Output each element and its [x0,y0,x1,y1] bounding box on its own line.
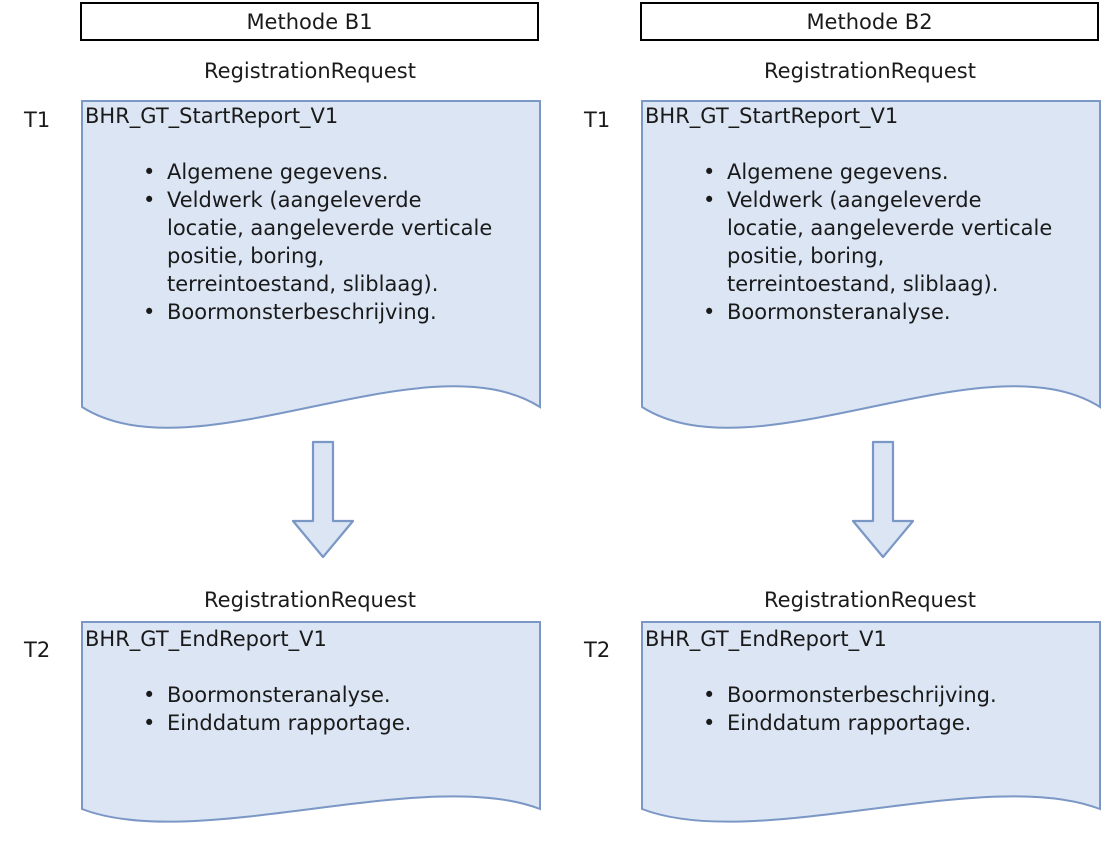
bullet-line: positie, boring, [167,244,325,268]
bullet-item: • Veldwerk (aangeleverde locatie, aangel… [703,186,1095,298]
bullet-marker: • [143,160,156,184]
bullet-item: • Boormonsterbeschrijving. [143,298,535,326]
bullet-line: Algemene gegevens. [727,160,949,184]
bullet-line: Einddatum rapportage. [167,711,412,735]
document-title: BHR_GT_StartReport_V1 [645,104,899,128]
bullet-item: • Algemene gegevens. [703,158,1095,186]
bullet-item: • Boormonsteranalyse. [143,681,535,709]
bullet-line: Boormonsterbeschrijving. [727,683,997,707]
document-shape-start-report: BHR_GT_StartReport_V1 • Algemene gegeven… [641,100,1101,456]
bullet-line: Veldwerk (aangeleverde [167,188,422,212]
registration-request-label: RegistrationRequest [764,59,976,83]
bullet-item: • Veldwerk (aangeleverde locatie, aangel… [143,186,535,298]
bullet-list: • Algemene gegevens. • Veldwerk (aangele… [143,158,535,326]
registration-request-label: RegistrationRequest [204,588,416,612]
bullet-item: • Boormonsteranalyse. [703,298,1095,326]
bullet-line: locatie, aangeleverde verticale [727,216,1053,240]
document-shape-end-report: BHR_GT_EndReport_V1 • Boormonsteranalyse… [81,621,541,841]
bullet-line: Boormonsteranalyse. [727,300,951,324]
bullet-marker: • [143,711,156,735]
time-label-t2: T2 [584,638,611,662]
registration-request-label: RegistrationRequest [204,59,416,83]
bullet-line: Boormonsterbeschrijving. [167,300,437,324]
document-title: BHR_GT_StartReport_V1 [85,104,339,128]
document-title: BHR_GT_EndReport_V1 [645,627,887,651]
bullet-list: • Boormonsterbeschrijving. • Einddatum r… [703,681,1095,737]
bullet-marker: • [703,188,716,212]
bullet-list: • Algemene gegevens. • Veldwerk (aangele… [703,158,1095,326]
document-wave-shape [641,100,1101,429]
column-methode-b2: Methode B2 RegistrationRequest T1 BHR_GT… [560,0,1102,842]
bullet-marker: • [143,188,156,212]
bullet-marker: • [703,300,716,324]
down-arrow-icon [291,440,355,559]
bullet-line: locatie, aangeleverde verticale [167,216,493,240]
document-shape-end-report: BHR_GT_EndReport_V1 • Boormonsterbeschri… [641,621,1101,841]
column-methode-b1: Methode B1 RegistrationRequest T1 BHR_GT… [0,0,542,842]
bullet-marker: • [703,160,716,184]
method-header-label: Methode B1 [246,9,373,34]
bullet-line: positie, boring, [727,244,885,268]
bullet-line: Boormonsteranalyse. [167,683,391,707]
document-shape-start-report: BHR_GT_StartReport_V1 • Algemene gegeven… [81,100,541,456]
bullet-item: • Algemene gegevens. [143,158,535,186]
bullet-marker: • [143,683,156,707]
bullet-list: • Boormonsteranalyse. • Einddatum rappor… [143,681,535,737]
bullet-line: Einddatum rapportage. [727,711,972,735]
bullet-line: Algemene gegevens. [167,160,389,184]
bullet-marker: • [143,300,156,324]
document-wave-shape [81,621,541,823]
time-label-t1: T1 [24,108,51,132]
document-wave-shape [641,621,1101,823]
document-wave-shape [81,100,541,429]
time-label-t1: T1 [584,108,611,132]
bullet-marker: • [703,683,716,707]
document-title: BHR_GT_EndReport_V1 [85,627,327,651]
bullet-item: • Einddatum rapportage. [703,709,1095,737]
down-arrow-icon [851,440,915,559]
bullet-item: • Einddatum rapportage. [143,709,535,737]
time-label-t2: T2 [24,638,51,662]
bullet-marker: • [703,711,716,735]
bullet-line: terreintoestand, sliblaag). [167,272,439,296]
bullet-item: • Boormonsterbeschrijving. [703,681,1095,709]
bullet-line: terreintoestand, sliblaag). [727,272,999,296]
method-header-box: Methode B1 [80,2,539,41]
bullet-line: Veldwerk (aangeleverde [727,188,982,212]
method-header-label: Methode B2 [806,9,933,34]
registration-request-label: RegistrationRequest [764,588,976,612]
method-header-box: Methode B2 [640,2,1099,41]
